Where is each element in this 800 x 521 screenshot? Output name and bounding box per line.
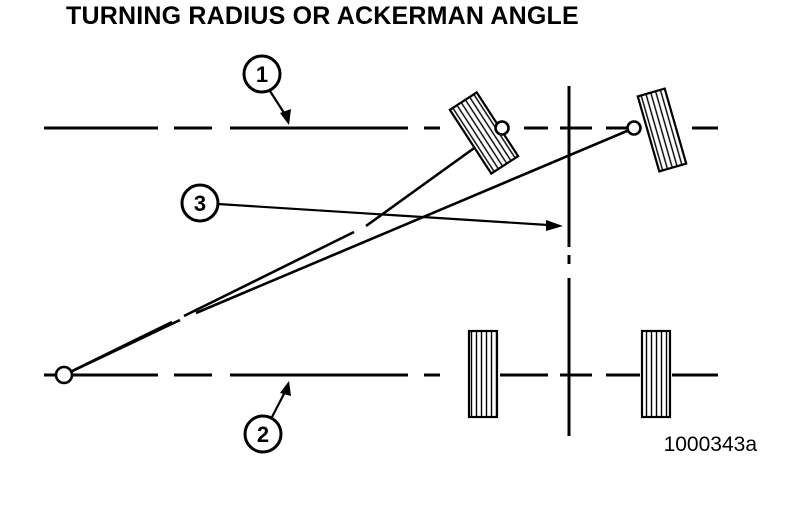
inner-wheel-radius-line <box>63 126 503 377</box>
outer-wheel-radius-line <box>63 126 635 377</box>
figure-id: 1000343a <box>664 433 758 456</box>
rear-outer-wheel <box>640 329 672 419</box>
callout-3: 3 <box>180 183 563 231</box>
inner-steering-pivot <box>494 120 510 136</box>
callout-1-label: 1 <box>256 62 268 87</box>
callout-2-label: 2 <box>257 422 269 447</box>
diagram-title: TURNING RADIUS OR ACKERMAN ANGLE <box>66 2 579 30</box>
rear-inner-wheel <box>467 329 499 419</box>
callout-3-label: 3 <box>194 191 206 216</box>
front-outer-wheel <box>636 87 688 173</box>
callout-1: 1 <box>242 54 291 125</box>
turning-center-point <box>54 365 74 385</box>
callout-2: 2 <box>243 381 291 454</box>
outer-steering-pivot <box>626 120 642 136</box>
